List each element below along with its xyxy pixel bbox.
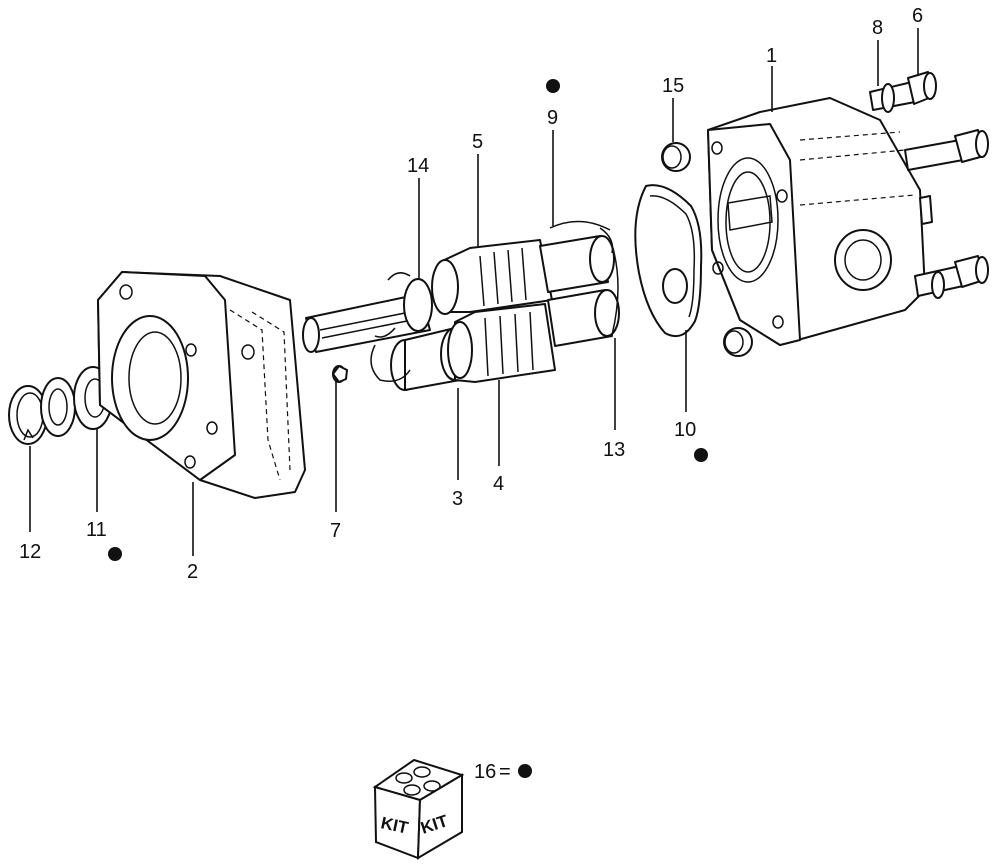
part-7-dowel [332, 365, 348, 383]
label-5: 5 [472, 131, 483, 153]
label-6: 6 [912, 5, 923, 27]
kit-dot-legend [518, 764, 532, 778]
label-15: 15 [662, 75, 684, 97]
label-12: 12 [19, 541, 41, 563]
part-13-seal-ring [611, 244, 619, 336]
label-3: 3 [452, 488, 463, 510]
leader-lines [29, 28, 919, 556]
label-11: 11 [86, 519, 107, 541]
label-4: 4 [493, 473, 504, 495]
part-9-bushings [539, 220, 620, 347]
label-7: 7 [330, 520, 341, 542]
part-11-shaft-seal [40, 366, 113, 437]
label-8: 8 [872, 17, 883, 39]
part-labels: 1 2 3 4 5 6 7 8 9 10 11 12 13 14 15 [19, 5, 923, 583]
part-4-drive-gear [447, 303, 556, 383]
legend-equals: = [499, 761, 511, 783]
label-16: 16 [474, 761, 496, 783]
label-9: 9 [547, 107, 558, 129]
part-10-body-gasket [634, 184, 703, 337]
label-1: 1 [766, 45, 777, 67]
label-2: 2 [187, 561, 198, 583]
part-6-bolts [869, 71, 989, 297]
part-14-drive-shaft [302, 272, 433, 353]
kit-dot-11 [108, 547, 122, 561]
label-13: 13 [603, 439, 625, 461]
kit-marker-dots [108, 79, 708, 561]
part-8-washers [881, 83, 945, 299]
kit-dot-9 [546, 79, 560, 93]
kit-dot-10 [694, 448, 708, 462]
part-15-dowel-pins [661, 142, 753, 357]
label-10: 10 [674, 419, 696, 441]
kit-legend: KIT KIT 16 = [372, 758, 532, 860]
part-1-pump-body [707, 97, 926, 346]
kit-box-icon: KIT KIT [372, 758, 465, 860]
label-14: 14 [407, 155, 429, 177]
part-2-front-cover [97, 271, 306, 499]
part-5-driven-gear [431, 239, 553, 315]
